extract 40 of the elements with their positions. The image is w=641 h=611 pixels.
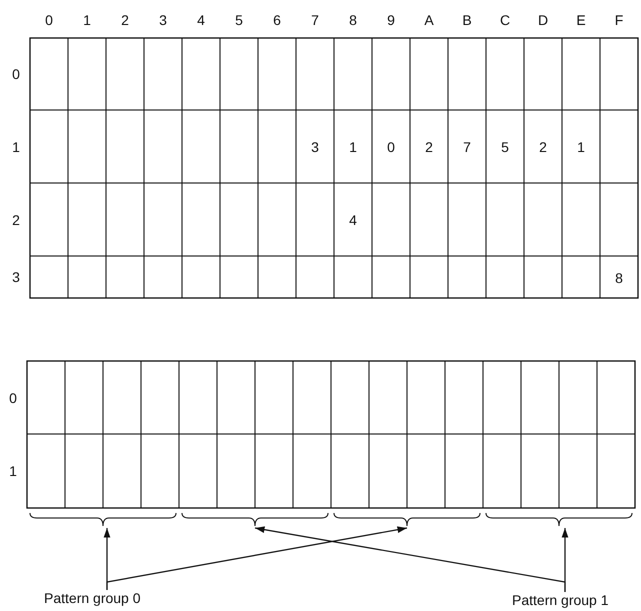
column-header: A	[424, 12, 434, 28]
row-label: 2	[12, 212, 20, 228]
column-header: E	[576, 12, 586, 28]
cell-value: 1	[577, 138, 585, 154]
brace	[181, 511, 329, 527]
row-label: 1	[12, 138, 20, 154]
column-header: C	[500, 12, 510, 28]
cell-value: 4	[349, 212, 357, 228]
cell-value: 3	[311, 138, 319, 154]
cell-value: 7	[463, 138, 471, 154]
column-header: 5	[235, 12, 243, 28]
cell-value: 2	[539, 138, 547, 154]
column-header: 3	[159, 12, 167, 28]
row-label: 0	[12, 66, 20, 82]
cell-value: 0	[387, 138, 395, 154]
row-label: 0	[9, 390, 17, 406]
column-header: 1	[83, 12, 91, 28]
brace	[333, 511, 481, 527]
column-header: D	[538, 12, 548, 28]
cell-value: 5	[501, 138, 509, 154]
cell-value: 1	[349, 138, 357, 154]
brace	[485, 511, 633, 527]
brace	[29, 511, 177, 527]
cell-value: 2	[425, 138, 433, 154]
column-header: F	[614, 12, 624, 28]
arrow	[106, 526, 408, 590]
column-header: 8	[349, 12, 357, 28]
group-label: Pattern group 0	[44, 590, 142, 606]
row-label: 1	[9, 463, 17, 479]
column-header: 6	[273, 12, 281, 28]
column-header: 2	[121, 12, 129, 28]
cell-value: 8	[615, 270, 623, 286]
column-header: 9	[387, 12, 395, 28]
column-header: 7	[311, 12, 319, 28]
row-label: 3	[12, 269, 20, 285]
arrow	[562, 528, 568, 592]
column-header: B	[462, 12, 472, 28]
column-header: 4	[197, 12, 205, 28]
group-label: Pattern group 1	[512, 592, 610, 608]
column-header: 0	[45, 12, 53, 28]
